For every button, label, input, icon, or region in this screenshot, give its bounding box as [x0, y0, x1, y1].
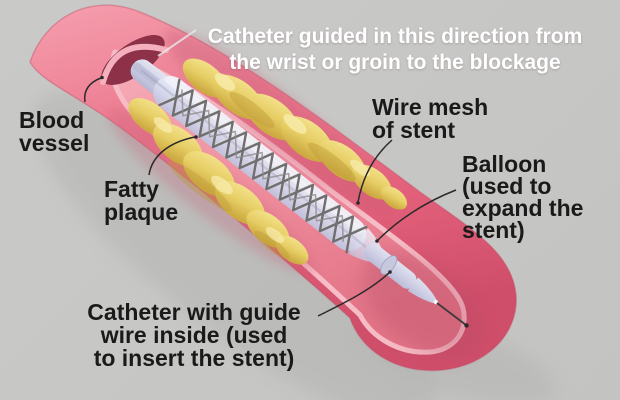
label-catheter-direction: Catheter guided in this direction from t…	[207, 25, 583, 74]
catheter-collar	[380, 255, 398, 275]
stent-mesh-graphic	[158, 78, 368, 254]
leader-catheter	[317, 272, 390, 317]
fatty-plaque-lower	[128, 98, 309, 265]
leader-blood-vessel	[83, 77, 102, 103]
catheter-assembly	[130, 59, 439, 305]
fatty-plaque-upper	[182, 58, 408, 210]
label-balloon: Balloon (used to expand the stent)	[462, 151, 584, 243]
leader-direction	[157, 29, 197, 57]
catheter-tip	[363, 243, 439, 305]
balloon-graphic	[153, 76, 367, 252]
leader-balloon	[377, 189, 457, 241]
leader-fatty-plaque	[148, 136, 196, 176]
label-blood-vessel: Blood vessel	[19, 107, 90, 156]
leader-wire-mesh	[357, 139, 393, 203]
guide-wire-graphic	[436, 302, 469, 328]
vessel-opening-rim	[100, 43, 169, 85]
label-fatty-plaque: Fatty plaque	[104, 176, 179, 225]
leader-lines	[83, 29, 457, 317]
label-wire-mesh: Wire mesh of stent	[372, 94, 489, 143]
label-catheter-guide-wire: Catheter with guide wire inside (used to…	[87, 299, 301, 371]
